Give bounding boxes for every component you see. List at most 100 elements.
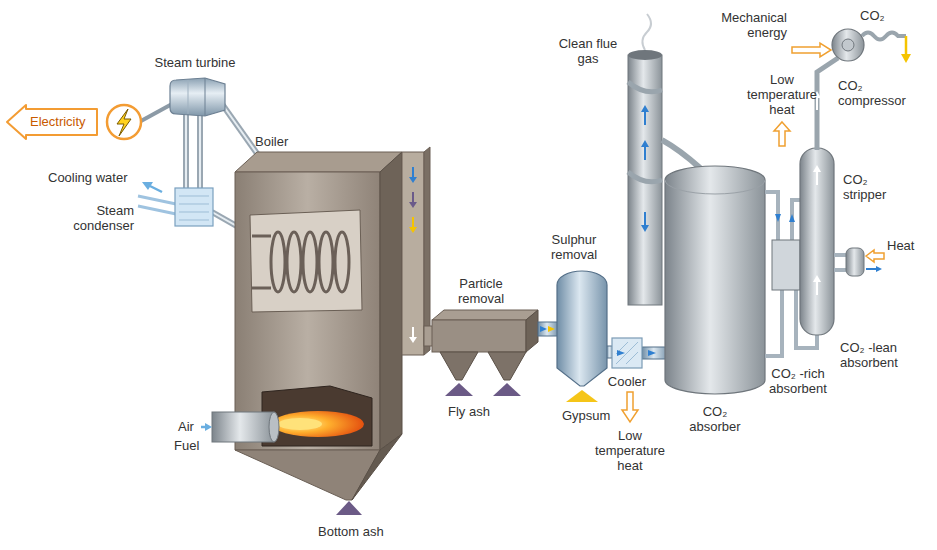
absorbent-pipe — [789, 214, 795, 222]
part-label: Fly ash — [448, 404, 518, 419]
co2-compressor — [832, 29, 864, 61]
boiler — [235, 172, 380, 450]
steam-turbine — [170, 78, 225, 116]
flue-gas-duct — [412, 192, 414, 202]
gas-pipe — [538, 322, 558, 336]
generator-symbol — [117, 109, 131, 136]
cooling-water-pipe — [138, 206, 176, 214]
generator-symbol — [107, 104, 172, 139]
boiler — [235, 152, 402, 172]
gas-pipe — [648, 350, 656, 356]
particle-removal-unit — [493, 383, 521, 396]
part-label: Cooling water — [48, 170, 158, 185]
output-arrow: Electricity — [6, 104, 98, 140]
reboiler — [834, 253, 846, 257]
gas-pipe — [642, 347, 668, 359]
absorbent-pipe — [765, 290, 782, 356]
flue-gas-stack — [628, 55, 662, 305]
boiler — [252, 287, 271, 290]
particle-removal-unit — [432, 310, 538, 396]
heat-arrow — [622, 392, 638, 422]
sulphur-removal-vessel — [557, 271, 607, 386]
flue-gas-stack — [628, 50, 662, 60]
part-label: Clean flue gas — [558, 36, 618, 66]
co2-compressor — [832, 29, 864, 61]
particle-removal-unit — [440, 352, 478, 380]
part-label: CO₂ stripper — [843, 172, 913, 202]
particle-removal-unit — [488, 352, 526, 380]
co2-pipe — [901, 54, 911, 63]
co2-absorber — [665, 166, 765, 394]
boiler — [303, 232, 317, 292]
boiler — [235, 152, 402, 500]
flue-gas-duct — [409, 202, 417, 208]
steam-pipe — [199, 112, 201, 190]
particle-removal-unit — [445, 383, 473, 396]
flue-gas-duct — [402, 147, 434, 355]
generator-symbol — [107, 105, 141, 139]
steam-condenser — [175, 188, 213, 226]
steam-pipe — [185, 112, 187, 190]
part-label: Boiler — [255, 134, 315, 149]
steam-turbine — [205, 78, 206, 116]
flue-gas-duct — [409, 227, 417, 233]
heat-arrow — [622, 392, 638, 422]
steam-turbine — [188, 80, 189, 114]
cooling-water-pipe — [142, 182, 153, 190]
boiler — [252, 235, 271, 238]
steam-pipe — [183, 112, 189, 190]
co2-stripper — [800, 148, 834, 335]
reboiler — [834, 248, 884, 276]
steam-condenser — [179, 220, 209, 221]
flue-gas-stack — [628, 172, 662, 182]
generator-symbol — [141, 104, 172, 121]
absorbent-pipe — [775, 214, 781, 222]
cooler — [617, 350, 625, 356]
arrow-outline — [7, 105, 97, 139]
part-label: Low temperature heat — [590, 428, 670, 473]
steam-turbine — [170, 78, 225, 116]
cooler — [616, 342, 638, 364]
flue-gas-duct — [424, 147, 430, 355]
steam-condenser — [179, 204, 209, 205]
part-label: CO₂ -rich absorbent — [762, 366, 834, 396]
co2-stripper — [813, 275, 821, 282]
cooler — [612, 338, 642, 368]
flue-gas-stack — [642, 14, 651, 50]
part-label: Fuel — [174, 438, 210, 453]
part-label: Sulphur removal — [538, 232, 610, 262]
cooling-water-pipe — [138, 196, 176, 204]
steam-pipe — [197, 112, 203, 190]
bottom-ash-pile — [336, 501, 362, 515]
part-label: Gypsum — [562, 408, 632, 423]
cooling-water-pipe — [150, 186, 162, 192]
part-label: Steam turbine — [140, 55, 250, 70]
steam-condenser — [179, 196, 209, 197]
boiler — [335, 232, 349, 292]
node-label: Electricity — [30, 114, 88, 130]
energy-arrow — [774, 122, 790, 146]
flue-gas-stack — [644, 147, 646, 160]
flue-gas-stack — [628, 82, 662, 92]
particle-removal-unit — [432, 320, 526, 352]
reboiler — [866, 250, 884, 262]
co2-pipe — [905, 36, 908, 56]
energy-arrow — [792, 43, 831, 57]
part-label: Heat — [887, 238, 931, 253]
flue-gas-stack — [641, 225, 649, 232]
boiler — [319, 232, 333, 292]
co2-absorber — [665, 166, 765, 394]
cooling-water-pipe — [138, 182, 176, 214]
flue-gas-stack — [644, 212, 646, 225]
gas-pipe — [548, 326, 555, 332]
part-label: Steam condenser — [46, 203, 134, 233]
flue-gas-stack — [644, 112, 646, 125]
part-label: Low temperature heat — [740, 72, 824, 117]
boiler — [278, 418, 322, 430]
sulphur-removal-vessel — [566, 390, 598, 402]
particle-removal-unit — [526, 310, 538, 352]
absorbent-pipe — [772, 240, 800, 290]
part-label: Cooler — [602, 374, 652, 389]
boiler — [380, 152, 402, 450]
